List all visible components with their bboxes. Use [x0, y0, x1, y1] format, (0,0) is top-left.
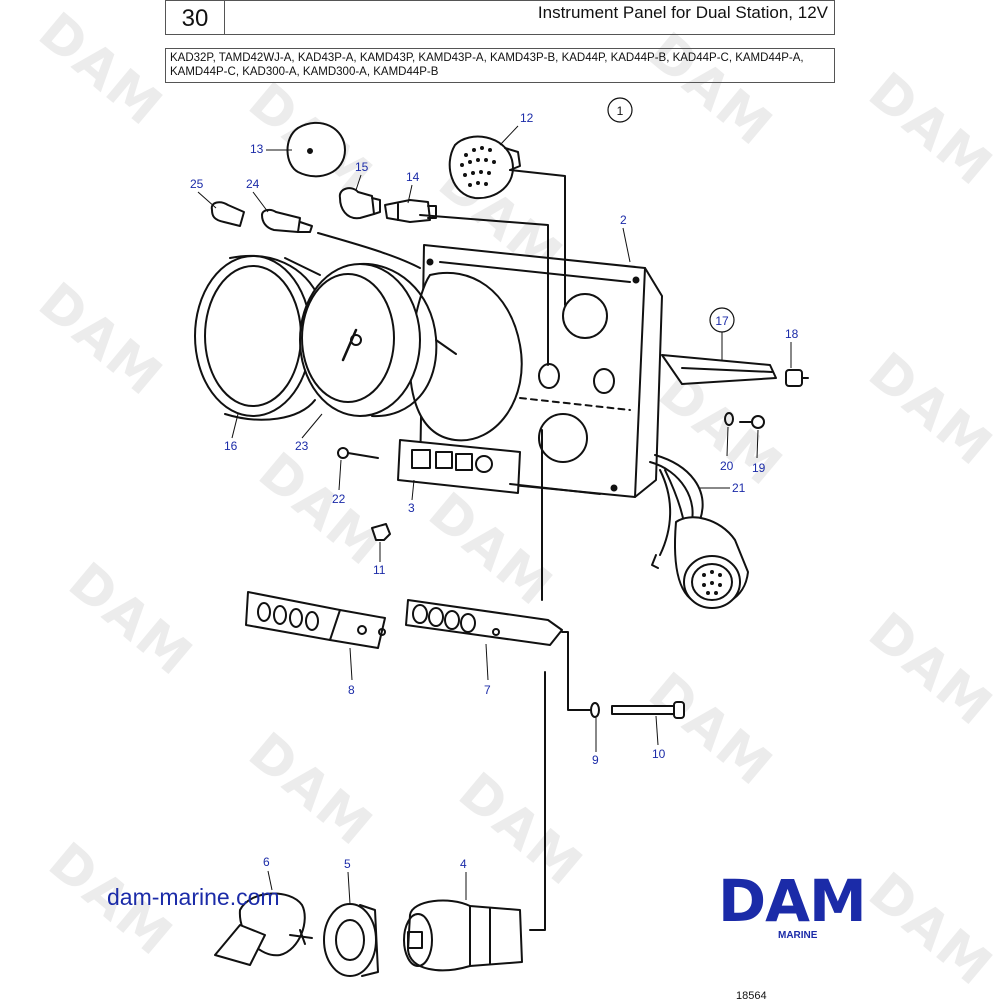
- part-10-bolt: [611, 701, 685, 719]
- website-link[interactable]: dam-marine.com: [107, 884, 280, 910]
- part-18-nut: [785, 369, 809, 387]
- part-13-cap: [286, 121, 346, 178]
- callout-25: 25: [190, 177, 204, 191]
- logo-word: DAM: [718, 867, 867, 935]
- callout-23: 23: [295, 439, 309, 453]
- diagram-reference-number: 18564: [736, 990, 767, 1002]
- callout-3: 3: [408, 501, 415, 515]
- part-15-lamp-holder: [338, 187, 381, 220]
- page-title: Instrument Panel for Dual Station, 12V: [537, 3, 828, 22]
- page-header: 30 Instrument Panel for Dual Station, 12…: [165, 0, 835, 35]
- callout-6: 6: [263, 855, 270, 869]
- callout-20: 20: [720, 459, 734, 473]
- section-number: 30: [166, 1, 225, 34]
- part-5-nut-ring: [323, 903, 379, 977]
- callout-1: 1: [617, 104, 624, 118]
- dam-marine-logo: DAM MARINE: [718, 872, 898, 952]
- callout-22: 22: [332, 492, 346, 506]
- callout-18: 18: [785, 327, 799, 341]
- part-20-washer: [724, 412, 734, 426]
- callout-4: 4: [460, 857, 467, 871]
- callout-21: 21: [732, 481, 746, 495]
- callout-13: 13: [250, 142, 264, 156]
- callout-16: 16: [224, 439, 238, 453]
- part-22-screw: [337, 447, 379, 459]
- callout-10: 10: [652, 747, 666, 761]
- callout-9: 9: [592, 753, 599, 767]
- callout-8: 8: [348, 683, 355, 697]
- callout-15: 15: [355, 160, 369, 174]
- part-14-socket: [384, 199, 437, 223]
- callout-19: 19: [752, 461, 766, 475]
- part-11-screw: [371, 523, 391, 541]
- part-12-connector: [448, 135, 521, 200]
- callout-14: 14: [406, 170, 420, 184]
- part-16-bezel-ring: [194, 254, 321, 421]
- logo-subtitle: MARINE: [778, 930, 818, 941]
- callout-11: 11: [373, 563, 386, 577]
- part-8-switch-block: [245, 591, 386, 649]
- callout-17: 17: [715, 314, 729, 328]
- part-2-panel-plate: [408, 244, 663, 498]
- callout-5: 5: [344, 857, 351, 871]
- callout-12: 12: [520, 111, 534, 125]
- part-4-ignition-switch: [403, 899, 523, 972]
- part-17-clamp: [661, 354, 777, 385]
- part-3-warning-strip: [397, 439, 601, 495]
- part-6-key-cap: [214, 892, 313, 966]
- part-24-bulb-socket: [261, 208, 313, 233]
- callout-2: 2: [620, 213, 627, 227]
- part-19-screw: [739, 415, 765, 429]
- part-7-switch-block: [405, 599, 563, 646]
- callout-7: 7: [484, 683, 491, 697]
- callout-24: 24: [246, 177, 260, 191]
- model-list: KAD32P, TAMD42WJ-A, KAD43P-A, KAMD43P, K…: [165, 48, 835, 83]
- part-9-washer: [590, 702, 600, 718]
- part-21-harness: [649, 454, 749, 609]
- part-25-bulb: [210, 201, 245, 227]
- part-23-gauge: [299, 262, 457, 418]
